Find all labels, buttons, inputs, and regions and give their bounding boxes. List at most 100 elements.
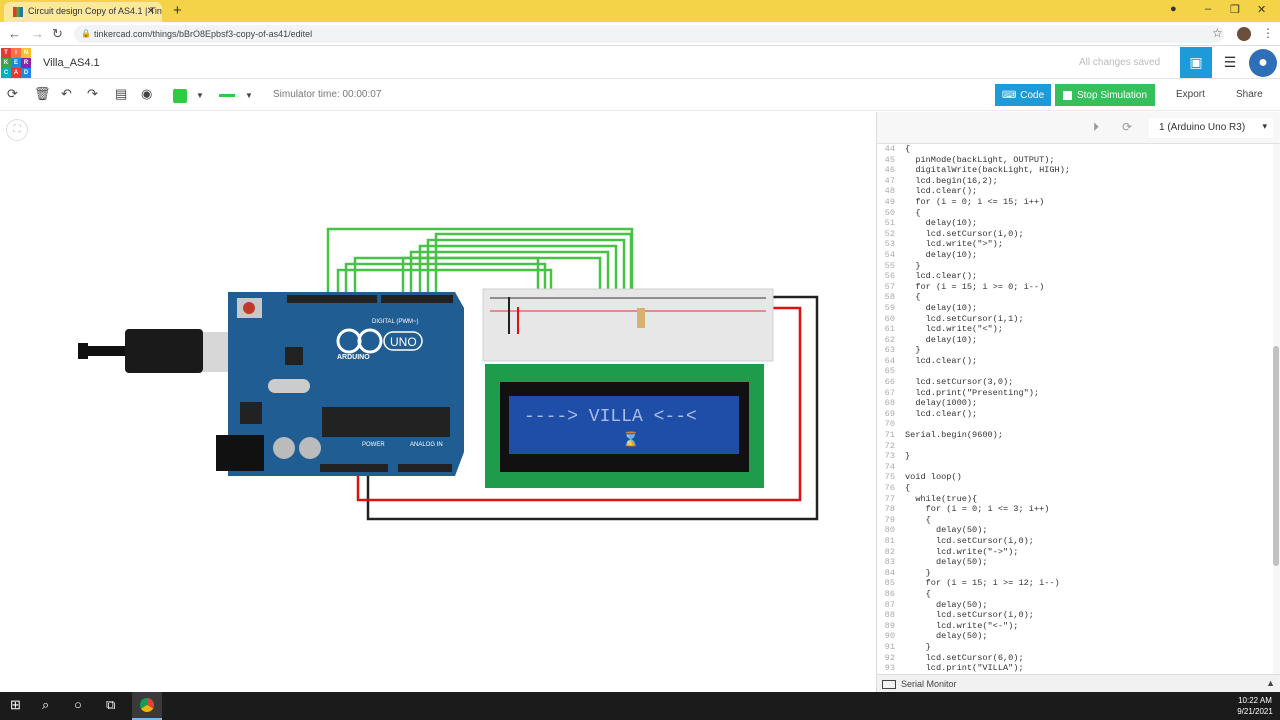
redo-icon[interactable]: ↷ — [87, 86, 98, 101]
code-line[interactable]: 80 delay(50); — [877, 525, 1273, 536]
breadboard[interactable] — [482, 288, 774, 362]
code-line[interactable]: 53 lcd.write(">"); — [877, 239, 1273, 250]
delete-icon[interactable]: 🗑 — [34, 86, 51, 101]
circuit-view-button[interactable]: ▣ — [1180, 47, 1212, 78]
bookmark-star-icon[interactable]: ☆ — [1212, 26, 1223, 40]
system-clock[interactable]: 10:22 AM 9/21/2021 — [1230, 695, 1280, 717]
code-line[interactable]: 77 while(true){ — [877, 494, 1273, 505]
code-line[interactable]: 82 lcd.write("->"); — [877, 547, 1273, 558]
code-line[interactable]: 73} — [877, 451, 1273, 462]
code-line[interactable]: 51 delay(10); — [877, 218, 1273, 229]
code-line[interactable]: 46 digitalWrite(backLight, HIGH); — [877, 165, 1273, 176]
design-name[interactable]: Villa_AS4.1 — [43, 57, 100, 69]
code-scrollbar-thumb[interactable] — [1273, 346, 1279, 566]
code-line[interactable]: 83 delay(50); — [877, 557, 1273, 568]
expand-icon[interactable]: ▲ — [1266, 678, 1275, 688]
export-button[interactable]: Export — [1176, 89, 1205, 100]
signal-wire[interactable] — [434, 232, 633, 308]
code-line[interactable]: 58 { — [877, 292, 1273, 303]
power-wire[interactable] — [356, 306, 802, 502]
code-line[interactable]: 90 delay(50); — [877, 631, 1273, 642]
code-line[interactable]: 88 lcd.setCursor(i,0); — [877, 610, 1273, 621]
step-icon[interactable]: ⏵ — [1093, 120, 1100, 134]
reset-button[interactable] — [243, 302, 255, 314]
wire-type-icon[interactable] — [219, 94, 235, 97]
code-line[interactable]: 59 delay(10); — [877, 303, 1273, 314]
code-line[interactable]: 45 pinMode(backLight, OUTPUT); — [877, 155, 1273, 166]
code-line[interactable]: 70 — [877, 419, 1273, 430]
code-line[interactable]: 89 lcd.write("<-"); — [877, 621, 1273, 632]
code-line[interactable]: 57 for (i = 15; i >= 0; i--) — [877, 282, 1273, 293]
code-line[interactable]: 47 lcd.begin(16,2); — [877, 176, 1273, 187]
code-line[interactable]: 50 { — [877, 208, 1273, 219]
stop-simulation-button[interactable]: Stop Simulation — [1055, 84, 1155, 106]
code-line[interactable]: 69 lcd.clear(); — [877, 409, 1273, 420]
wire-dropdown-icon[interactable]: ▼ — [245, 91, 253, 100]
browser-tab[interactable]: Circuit design Copy of AS4.1 | Tin ✕ — [4, 2, 162, 22]
code-line[interactable]: 91 } — [877, 642, 1273, 653]
code-line[interactable]: 67 lcd.print("Presenting"); — [877, 388, 1273, 399]
device-select[interactable]: 1 (Arduino Uno R3) ▾ — [1149, 118, 1273, 138]
color-dropdown-icon[interactable]: ▼ — [196, 91, 204, 100]
code-line[interactable]: 60 lcd.setCursor(i,1); — [877, 314, 1273, 325]
code-line[interactable]: 72 — [877, 441, 1273, 452]
chrome-taskbar-button[interactable] — [132, 692, 162, 720]
notes-icon[interactable]: ▤ — [115, 86, 128, 101]
code-line[interactable]: 78 for (i = 0; i <= 3; i++) — [877, 504, 1273, 515]
code-line[interactable]: 79 { — [877, 515, 1273, 526]
code-line[interactable]: 74 — [877, 462, 1273, 473]
new-tab-button[interactable]: + — [173, 2, 182, 19]
visibility-icon[interactable]: ◉ — [141, 86, 153, 101]
code-line[interactable]: 63 } — [877, 345, 1273, 356]
close-window-icon[interactable]: ✕ — [1257, 4, 1267, 16]
forward-icon[interactable]: → — [31, 26, 44, 41]
url-field[interactable]: 🔒 tinkercad.com/things/bBrO8Epbsf3-copy-… — [74, 25, 1224, 43]
schematic-view-button[interactable]: ☰ — [1214, 47, 1246, 78]
code-line[interactable]: 61 lcd.write("<"); — [877, 324, 1273, 335]
reload-icon[interactable]: ↻ — [52, 26, 63, 41]
profile-avatar[interactable] — [1237, 27, 1251, 41]
user-avatar[interactable]: ● — [1249, 49, 1277, 77]
code-line[interactable]: 85 for (i = 15; i >= 12; i--) — [877, 578, 1273, 589]
code-line[interactable]: 87 delay(50); — [877, 600, 1273, 611]
code-line[interactable]: 44{ — [877, 144, 1273, 155]
close-tab-icon[interactable]: ✕ — [146, 6, 155, 17]
code-button[interactable]: ⌨ Code — [995, 84, 1051, 106]
code-line[interactable]: 68 delay(1000); — [877, 398, 1273, 409]
code-editor[interactable]: 44{45 pinMode(backLight, OUTPUT);46 digi… — [877, 144, 1273, 674]
media-icon[interactable]: ● — [1170, 3, 1177, 15]
code-line[interactable]: 49 for (i = 0; i <= 15; i++) — [877, 197, 1273, 208]
back-icon[interactable]: ← — [8, 26, 21, 41]
code-line[interactable]: 65 — [877, 366, 1273, 377]
maximize-icon[interactable]: ❐ — [1230, 4, 1240, 16]
debug-icon[interactable]: ⟳ — [1122, 120, 1133, 134]
serial-monitor-bar[interactable]: Serial Monitor ▲ — [877, 674, 1280, 692]
zoom-fit-icon[interactable]: ⛶ — [6, 119, 28, 141]
browser-menu-icon[interactable]: ⋮ — [1262, 26, 1274, 40]
windows-start-icon[interactable]: ⊞ — [10, 697, 21, 712]
code-line[interactable]: 76{ — [877, 483, 1273, 494]
search-icon[interactable]: ⌕ — [42, 697, 50, 712]
code-line[interactable]: 92 lcd.setCursor(6,0); — [877, 653, 1273, 664]
signal-wire[interactable] — [426, 238, 626, 322]
code-line[interactable]: 84 } — [877, 568, 1273, 579]
code-line[interactable]: 66 lcd.setCursor(3,0); — [877, 377, 1273, 388]
code-line[interactable]: 54 delay(10); — [877, 250, 1273, 261]
task-view-icon[interactable]: ⧉ — [106, 697, 116, 712]
code-line[interactable]: 64 lcd.clear(); — [877, 356, 1273, 367]
minimize-icon[interactable]: – — [1205, 3, 1212, 15]
workplane-canvas[interactable]: ⛶ DIGITAL (PWM~) ARDUINO UNO POWER AN — [0, 112, 876, 692]
color-swatch[interactable] — [173, 89, 187, 103]
code-line[interactable]: 48 lcd.clear(); — [877, 186, 1273, 197]
rotate-icon[interactable]: ⟳ — [7, 86, 18, 101]
code-line[interactable]: 93 lcd.print("VILLA"); — [877, 663, 1273, 674]
undo-icon[interactable]: ↶ — [61, 86, 72, 101]
share-button[interactable]: Share — [1236, 89, 1263, 100]
code-line[interactable]: 56 lcd.clear(); — [877, 271, 1273, 282]
code-line[interactable]: 86 { — [877, 589, 1273, 600]
ground-wire[interactable] — [366, 295, 819, 521]
code-line[interactable]: 55 } — [877, 261, 1273, 272]
signal-wire[interactable] — [418, 244, 618, 322]
